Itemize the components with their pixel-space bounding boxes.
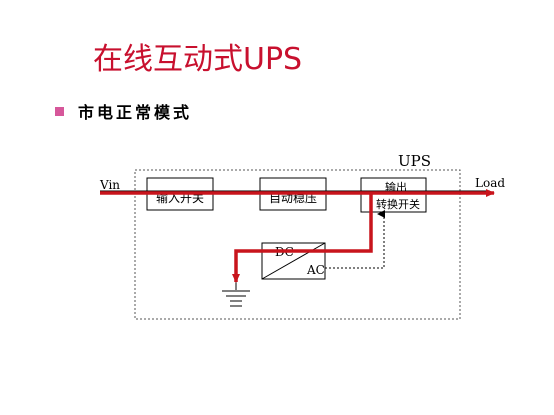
slide-title: 在线互动式UPS	[93, 42, 303, 77]
battery-ground-icon	[222, 280, 250, 307]
load-label: Load	[475, 176, 505, 190]
power-flow-charging	[232, 193, 373, 283]
vin-label: Vin	[99, 178, 120, 192]
output-switch-label-line2: 转换开关	[376, 197, 420, 211]
ups-label: UPS	[398, 152, 431, 170]
converter-ac-label: AC	[306, 263, 325, 277]
dotted-control-line	[325, 210, 385, 269]
bullet-item: 市电正常模式	[55, 100, 192, 122]
bullet-text: 市电正常模式	[78, 103, 193, 122]
ups-enclosure	[134, 169, 461, 320]
converter-diagonal	[261, 242, 326, 280]
bullet-square-icon	[55, 106, 64, 116]
